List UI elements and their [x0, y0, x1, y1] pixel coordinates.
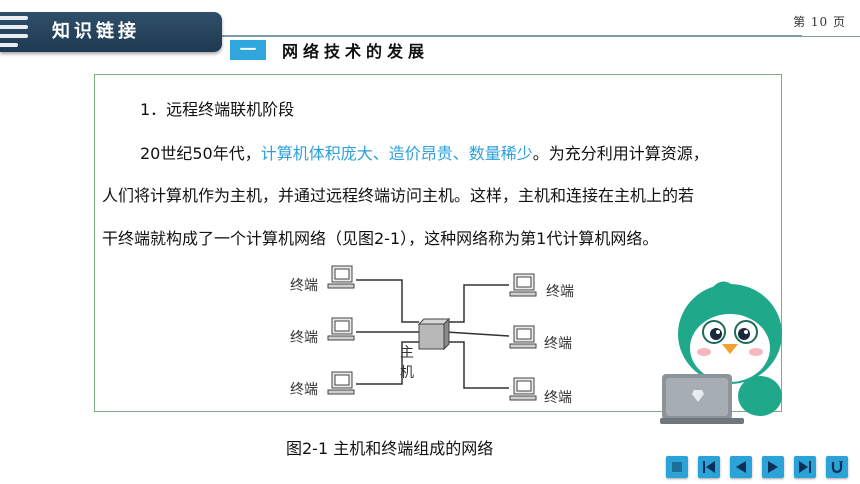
menu-stripes-icon — [0, 16, 28, 48]
terminal-icon — [327, 317, 355, 341]
penguin-mascot-icon — [660, 281, 782, 424]
return-icon — [831, 461, 843, 474]
network-diagram: 终端 终端 终端 终端 终端 终端 主 机 — [290, 265, 574, 406]
home-button[interactable] — [666, 456, 688, 478]
section-header-bar — [0, 12, 222, 52]
content-heading: 1．远程终端联机阶段 — [140, 100, 295, 119]
section-tag: 一 — [230, 40, 266, 60]
home-icon — [672, 462, 682, 472]
terminal-label: 终端 — [290, 382, 318, 398]
page-number: 第 10 页 — [793, 15, 846, 29]
terminal-label: 终端 — [544, 336, 572, 352]
first-page-icon — [703, 461, 715, 473]
terminal-label: 终端 — [544, 390, 572, 406]
header-divider — [0, 35, 860, 37]
next-page-button[interactable] — [762, 456, 784, 478]
terminal-icon — [509, 325, 537, 349]
terminal-icon — [327, 265, 355, 289]
terminal-icon — [509, 273, 537, 297]
page-number-box — [802, 10, 860, 36]
terminal-label: 终端 — [290, 278, 318, 294]
host-label-1: 主 — [400, 345, 414, 361]
terminal-label: 终端 — [546, 284, 574, 300]
host-computer-icon — [417, 317, 451, 351]
prev-page-icon — [736, 461, 746, 473]
paragraph-line-3: 干终端就构成了一个计算机网络（见图2-1），这种网络称为第1代计算机网络。 — [102, 229, 659, 248]
terminal-label: 终端 — [290, 330, 318, 346]
figure-caption: 图2-1 主机和终端组成的网络 — [286, 439, 494, 458]
prev-page-button[interactable] — [730, 456, 752, 478]
para-prefix: 20世纪50年代， — [140, 144, 261, 163]
terminal-icon — [509, 377, 537, 401]
first-page-button[interactable] — [698, 456, 720, 478]
para-suffix: 。为充分利用计算资源， — [532, 144, 709, 163]
section-title: 知识链接 — [52, 21, 140, 42]
paragraph-line-1: 20世纪50年代，计算机体积庞大、造价昂贵、数量稀少。为充分利用计算资源， — [140, 140, 709, 164]
paragraph-line-2: 人们将计算机作为主机，并通过远程终端访问主机。这样，主机和连接在主机上的若 — [102, 186, 695, 205]
terminal-icon — [327, 371, 355, 395]
host-label-2: 机 — [400, 365, 414, 381]
next-page-icon — [768, 461, 778, 473]
section-subtitle: 网络技术的发展 — [282, 42, 430, 61]
para-highlight: 计算机体积庞大、造价昂贵、数量稀少 — [260, 144, 533, 163]
content-panel — [94, 74, 782, 412]
last-page-icon — [799, 461, 811, 473]
last-page-button[interactable] — [794, 456, 816, 478]
return-button[interactable] — [826, 456, 848, 478]
